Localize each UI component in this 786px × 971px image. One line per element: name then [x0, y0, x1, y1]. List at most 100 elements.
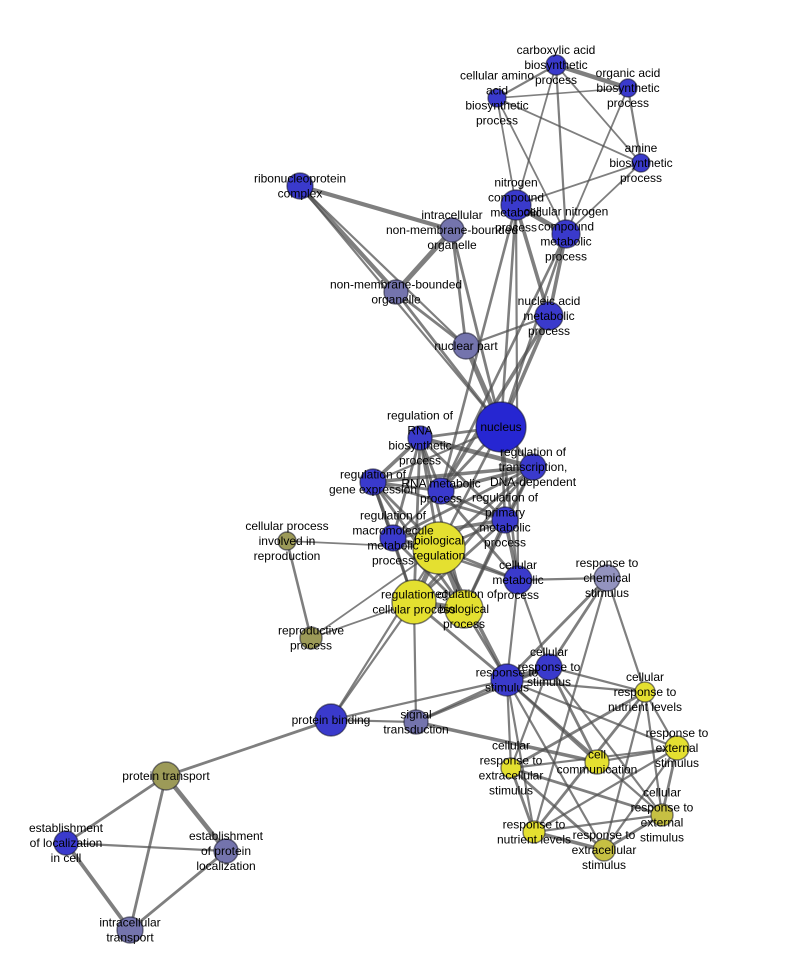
graph-edge: [547, 576, 609, 669]
graph-edge: [499, 232, 568, 429]
graph-node-st[interactable]: [403, 709, 429, 735]
node-label: organic acid: [596, 66, 661, 80]
graph-node-pb[interactable]: [314, 703, 348, 737]
graph-edge: [496, 97, 567, 235]
node-label: cellular process: [245, 519, 328, 533]
graph-node-np[interactable]: [452, 332, 480, 360]
graph-edge: [394, 290, 503, 429]
graph-node-crnl[interactable]: [634, 681, 656, 703]
graph-node-cres[interactable]: [500, 757, 522, 779]
graph-node-crexs[interactable]: [650, 803, 674, 827]
graph-edge: [509, 766, 606, 852]
graph-edge: [439, 489, 520, 582]
graph-node-rcp[interactable]: [391, 579, 437, 625]
node-label: stimulus: [640, 831, 684, 845]
graph-edge: [329, 678, 509, 722]
graph-edge: [393, 227, 455, 295]
graph-edge: [515, 162, 642, 206]
graph-node-rp[interactable]: [299, 626, 323, 650]
graph-node-rmp[interactable]: [427, 477, 455, 505]
graph-node-it[interactable]: [116, 916, 144, 944]
graph-edge: [602, 746, 679, 852]
graph-edge: [532, 813, 664, 834]
graph-edge: [439, 465, 535, 493]
graph-node-rmm[interactable]: [379, 524, 407, 552]
graph-edge: [509, 665, 551, 770]
graph-edge: [64, 841, 228, 853]
graph-node-nmbo[interactable]: [383, 279, 409, 305]
graph-edge: [128, 849, 228, 932]
graph-node-cmp[interactable]: [503, 565, 533, 595]
graph-node-epl[interactable]: [213, 838, 239, 864]
graph-node-rexs[interactable]: [592, 838, 616, 862]
graph-edge: [602, 690, 647, 852]
graph-edge: [553, 62, 631, 91]
graph-edge: [450, 228, 503, 429]
graph-edge: [414, 720, 599, 764]
graph-edge: [329, 600, 416, 722]
graph-node-pt[interactable]: [151, 761, 181, 791]
graph-node-ncm[interactable]: [500, 189, 532, 221]
node-label: amine: [625, 141, 658, 155]
graph-edge: [418, 436, 507, 522]
nodes-layer: [53, 54, 690, 944]
graph-node-cab[interactable]: [545, 54, 567, 76]
graph-node-caab[interactable]: [487, 88, 507, 108]
graph-edge: [547, 665, 647, 694]
graph-node-cpir[interactable]: [277, 531, 297, 551]
graph-node-rpm[interactable]: [491, 506, 519, 534]
graph-edge: [495, 63, 558, 100]
graph-edge: [505, 678, 664, 817]
graph-edge: [532, 576, 609, 834]
graph-edge: [128, 774, 168, 932]
graph-edge: [496, 87, 629, 99]
graph-edge: [499, 203, 518, 429]
graph-node-rs[interactable]: [490, 663, 524, 697]
graph-edge: [505, 678, 606, 852]
graph-node-br[interactable]: [412, 521, 466, 575]
graph-node-elc[interactable]: [53, 830, 79, 856]
graph-edge: [64, 774, 168, 845]
graph-node-oab[interactable]: [618, 78, 638, 98]
graph-edge: [164, 718, 333, 778]
graph-edge: [505, 678, 536, 834]
graph-edge: [532, 746, 679, 834]
graph-edge: [163, 773, 229, 854]
graph-node-rnl[interactable]: [522, 820, 546, 844]
graph-node-rcs[interactable]: [593, 564, 621, 592]
edges-layer: [64, 62, 679, 932]
graph-edge: [532, 830, 606, 852]
graph-node-rbp[interactable]: [444, 589, 484, 629]
graph-node-rrb[interactable]: [407, 425, 433, 451]
graph-edge: [516, 576, 609, 582]
graph-node-crs[interactable]: [535, 653, 563, 681]
graph-node-res[interactable]: [664, 735, 690, 761]
graph-edge: [329, 546, 441, 722]
graph-node-cncm[interactable]: [551, 219, 581, 249]
graph-node-nam[interactable]: [534, 301, 564, 331]
graph-node-inmbo[interactable]: [439, 217, 465, 243]
node-label: process: [607, 96, 649, 110]
graph-node-cc[interactable]: [584, 749, 610, 775]
graph-edge: [496, 97, 517, 206]
graph-edge: [554, 63, 568, 236]
graph-edge: [605, 576, 647, 694]
node-label: cellular amino: [460, 69, 534, 83]
graph-node-rge[interactable]: [359, 468, 387, 496]
graph-edge: [555, 64, 642, 164]
graph-edge: [371, 465, 535, 484]
graph-edge: [643, 690, 664, 817]
graph-edge: [64, 841, 132, 932]
graph-node-ab[interactable]: [631, 153, 651, 173]
graph-edge: [412, 436, 422, 604]
graph-node-rtd[interactable]: [519, 453, 547, 481]
graph-edge: [297, 183, 455, 233]
graph-edge: [391, 436, 422, 540]
graph-node-rnp[interactable]: [286, 172, 314, 200]
graph-node-nuc[interactable]: [475, 401, 527, 453]
node-label: process: [372, 554, 414, 568]
node-label: reproduction: [254, 549, 321, 563]
graph-edge: [509, 690, 647, 770]
graph-edge: [505, 576, 609, 682]
